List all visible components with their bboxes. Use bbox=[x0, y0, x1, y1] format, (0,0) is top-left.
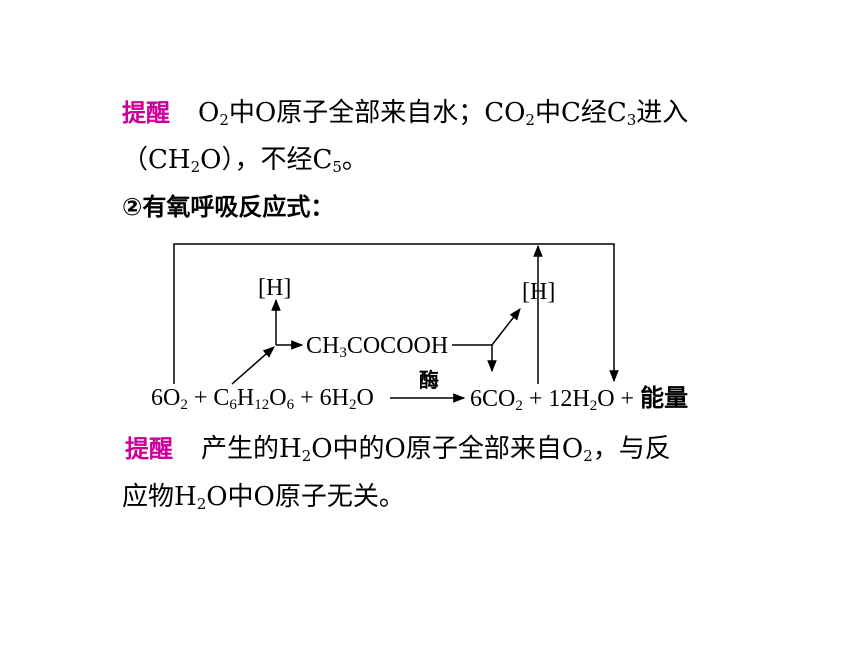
tip-label: 提醒 bbox=[122, 99, 170, 127]
glucose-arrow bbox=[231, 346, 275, 385]
reactants: 6O2 + C6H12O6 + 6H2O bbox=[151, 385, 374, 413]
note2-line1: 提醒产生的H2O中的O原子全部来自O2，与反 bbox=[125, 434, 671, 465]
note1-line2: （CH2O），不经C5。 bbox=[122, 145, 368, 176]
tip-label: 提醒 bbox=[125, 435, 173, 463]
h-right-label: [H] bbox=[522, 279, 556, 305]
products: 6CO2 + 12H2O + 能量 bbox=[470, 384, 689, 414]
h-right-arrow bbox=[491, 308, 521, 346]
enzyme-label: 酶 bbox=[419, 368, 439, 392]
h-left-label: [H] bbox=[258, 275, 292, 301]
pyruvate-label: CH3COCOOH bbox=[306, 333, 449, 361]
o2-to-water-arrow bbox=[173, 243, 619, 384]
note2-line2: 应物H2O中O原子无关。 bbox=[122, 482, 405, 513]
section-heading: ②有氧呼吸反应式： bbox=[122, 193, 335, 221]
pyruvate-to-co2-arrow bbox=[452, 344, 497, 373]
